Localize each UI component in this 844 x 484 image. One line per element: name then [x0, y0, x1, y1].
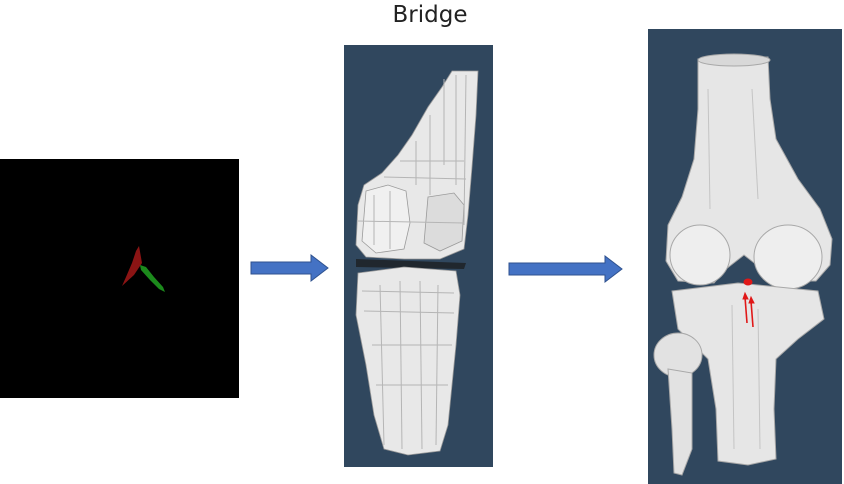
green-mask-region: [140, 265, 165, 292]
segmentation-background: [0, 159, 239, 398]
diagram-title: Bridge: [392, 2, 468, 28]
segmentation-image: [0, 159, 239, 398]
medial-condyle: [669, 224, 731, 286]
lateral-condyle: [753, 224, 823, 290]
red-mask-region: [122, 246, 142, 286]
tibia: [671, 282, 825, 466]
bone-shading: [707, 88, 761, 450]
red-markers: [742, 278, 755, 328]
flow-arrow-1: [250, 253, 329, 283]
knee-render-image: [648, 29, 842, 484]
femur: [665, 53, 833, 290]
fibula: [653, 332, 703, 476]
lower-bone-voxel: [355, 266, 461, 456]
knee-render-panel: [648, 29, 842, 484]
femur-top-opening: [697, 53, 771, 67]
flow-arrow-2: [508, 254, 623, 284]
gap-shadow: [356, 259, 466, 269]
bridge-render-panel: [344, 45, 493, 467]
upper-bone-texture: [357, 74, 467, 249]
segmentation-panel: [0, 159, 239, 398]
lower-bone-texture: [361, 280, 455, 450]
bridge-render-image: [344, 45, 493, 467]
